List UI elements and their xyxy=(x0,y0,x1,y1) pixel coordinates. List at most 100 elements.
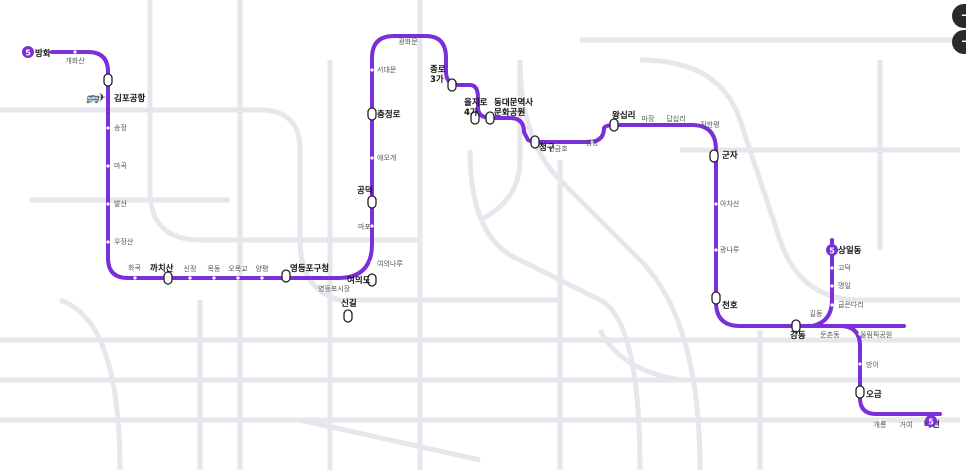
station-label-singil[interactable]: 신길 xyxy=(341,298,357,309)
station-label-magok[interactable]: 마곡 xyxy=(114,161,127,170)
station-label-gimpo[interactable]: 김포공항 xyxy=(114,93,145,104)
station-label-seodaemun[interactable]: 서대문 xyxy=(377,65,397,74)
station-dot-singeumho[interactable] xyxy=(556,144,560,148)
station-dot-gaehwasan[interactable] xyxy=(73,50,77,54)
transfer-marker-cheonho[interactable] xyxy=(711,291,721,305)
station-label-mokdong[interactable]: 목동 xyxy=(208,265,221,273)
station-label-mapo[interactable]: 마포 xyxy=(358,222,371,231)
transfer-marker-jongno3ga[interactable] xyxy=(447,78,457,92)
station-dot-mokdong[interactable] xyxy=(212,276,216,280)
zoom-in-button[interactable]: + xyxy=(952,4,966,28)
station-label-chungjeongno[interactable]: 충정로 xyxy=(377,109,401,120)
station-dot-balsan[interactable] xyxy=(106,202,110,206)
transfer-marker-wangsimni[interactable] xyxy=(609,118,619,132)
transfer-marker-gimpo[interactable] xyxy=(103,73,113,87)
station-label-janghanpyeong[interactable]: 장한평 xyxy=(700,120,719,129)
station-dot-gaerong[interactable] xyxy=(878,419,882,423)
station-dot-gubeundari[interactable] xyxy=(830,303,834,307)
station-label-sangil[interactable]: 상일동 xyxy=(838,245,862,256)
station-dot-myeongil[interactable] xyxy=(830,284,834,288)
station-label-gaerong[interactable]: 개롱 xyxy=(874,420,887,429)
transfer-marker-yeouido[interactable] xyxy=(367,273,377,287)
station-label-gildong[interactable]: 길동 xyxy=(810,310,823,318)
station-label-dapsimni[interactable]: 답십리 xyxy=(666,114,685,123)
terminal-badge-sangil[interactable] xyxy=(826,244,838,256)
station-label-godeok[interactable]: 고덕 xyxy=(838,263,851,272)
transfer-marker-euljiro4ga[interactable] xyxy=(470,111,480,125)
station-dot-yeouinaru[interactable] xyxy=(370,260,374,264)
station-dot-olympicpark[interactable] xyxy=(858,332,862,336)
station-label-songjeong[interactable]: 송정 xyxy=(114,123,127,132)
station-dot-geoyeo[interactable] xyxy=(904,419,908,423)
station-dot-sinjeong[interactable] xyxy=(188,276,192,280)
station-dot-dapsimni[interactable] xyxy=(674,116,678,120)
station-label-singeumho[interactable]: 신금호 xyxy=(548,144,568,153)
station-dot-godeok[interactable] xyxy=(830,266,834,270)
station-dot-yeongdeungposijang[interactable] xyxy=(333,287,337,291)
station-dot-janghanpyeong[interactable] xyxy=(708,122,712,126)
station-label-cheonho[interactable]: 천호 xyxy=(722,300,738,311)
station-dot-dunchon[interactable] xyxy=(828,332,832,336)
station-dot-bangi[interactable] xyxy=(858,362,862,366)
station-dot-gwangnaru[interactable] xyxy=(714,248,718,252)
station-dot-magok[interactable] xyxy=(106,164,110,168)
transfer-marker-yeongdeungpogu[interactable] xyxy=(281,269,291,283)
station-label-bangi[interactable]: 방이 xyxy=(866,360,879,369)
station-dot-yangpyeong[interactable] xyxy=(260,276,264,280)
station-label-geoyeo[interactable]: 거여 xyxy=(900,420,913,429)
station-label-myeongil[interactable]: 명일 xyxy=(838,281,851,290)
station-label-gangdong[interactable]: 강동 xyxy=(790,330,806,341)
station-dot-songjeong[interactable] xyxy=(106,126,110,130)
transfer-marker-singil[interactable] xyxy=(343,309,353,323)
station-label-kkachisan[interactable]: 까치산 xyxy=(150,263,174,274)
station-dot-hwagok[interactable] xyxy=(133,276,137,280)
transfer-marker-chungjeongno[interactable] xyxy=(367,107,377,121)
station-label-dunchon[interactable]: 둔촌동 xyxy=(820,330,840,339)
station-label-sinjeong[interactable]: 신정 xyxy=(184,264,197,273)
transfer-marker-cheonggu[interactable] xyxy=(530,135,540,149)
station-label-gongdeok[interactable]: 공덕 xyxy=(357,185,373,196)
station-label-banghwa[interactable]: 방화 xyxy=(35,48,51,59)
station-dot-ujangsan[interactable] xyxy=(106,240,110,244)
station-label-gwanghwamun[interactable]: 광화문 xyxy=(398,38,418,46)
station-label-gaehwasan[interactable]: 개화산 xyxy=(65,56,85,65)
station-label-gubeundari[interactable]: 굽은다리 xyxy=(838,300,864,309)
station-label-ogeum[interactable]: 오금 xyxy=(866,390,882,400)
transfer-marker-gunja[interactable] xyxy=(709,149,719,163)
station-label-gunja[interactable]: 군자 xyxy=(722,150,738,161)
station-label-olympicpark[interactable]: 올림픽공원 xyxy=(860,330,892,339)
station-label-wangsimni[interactable]: 왕십리 xyxy=(612,110,635,121)
station-dot-majang[interactable] xyxy=(646,116,650,120)
station-dot-haengdang[interactable] xyxy=(590,140,594,144)
station-dot-gwanghwamun[interactable] xyxy=(406,38,410,42)
station-dot-achasan[interactable] xyxy=(714,202,718,206)
station-label-yeongdeungpogu[interactable]: 영등포구청 xyxy=(290,263,329,274)
station-dot-omokgyo[interactable] xyxy=(236,276,240,280)
station-label-cheonggu[interactable]: 청구 xyxy=(539,142,555,153)
station-label-omokgyo[interactable]: 오목교 xyxy=(228,265,248,273)
station-dot-gildong[interactable] xyxy=(814,311,818,315)
station-label-majang[interactable]: 마장 xyxy=(642,114,655,123)
zoom-out-button[interactable]: − xyxy=(952,30,966,54)
station-label-achasan[interactable]: 아차산 xyxy=(720,199,740,208)
terminal-badge-banghwa[interactable] xyxy=(22,46,34,58)
station-dot-mapo[interactable] xyxy=(370,224,374,228)
station-label-haengdang[interactable]: 행당 xyxy=(586,138,599,147)
station-label-hwagok[interactable]: 화곡 xyxy=(128,264,141,272)
transfer-marker-ogeum[interactable] xyxy=(855,385,865,399)
station-label-ujangsan[interactable]: 우장산 xyxy=(114,237,134,246)
station-dot-seodaemun[interactable] xyxy=(370,68,374,72)
terminal-badge-macheon[interactable] xyxy=(925,415,937,427)
transfer-marker-kkachisan[interactable] xyxy=(163,271,173,285)
transfer-marker-gongdeok[interactable] xyxy=(367,195,377,209)
station-label-yeouinaru[interactable]: 여의나루 xyxy=(377,259,403,268)
station-label-gwangnaru[interactable]: 광나루 xyxy=(720,245,740,254)
station-label-aeogae[interactable]: 애오개 xyxy=(377,153,396,162)
transfer-marker-gangdong[interactable] xyxy=(791,319,801,333)
station-dot-aeogae[interactable] xyxy=(370,156,374,160)
transfer-marker-ddp[interactable] xyxy=(485,111,495,125)
station-label-yeouido[interactable]: 여의도 xyxy=(347,275,371,286)
